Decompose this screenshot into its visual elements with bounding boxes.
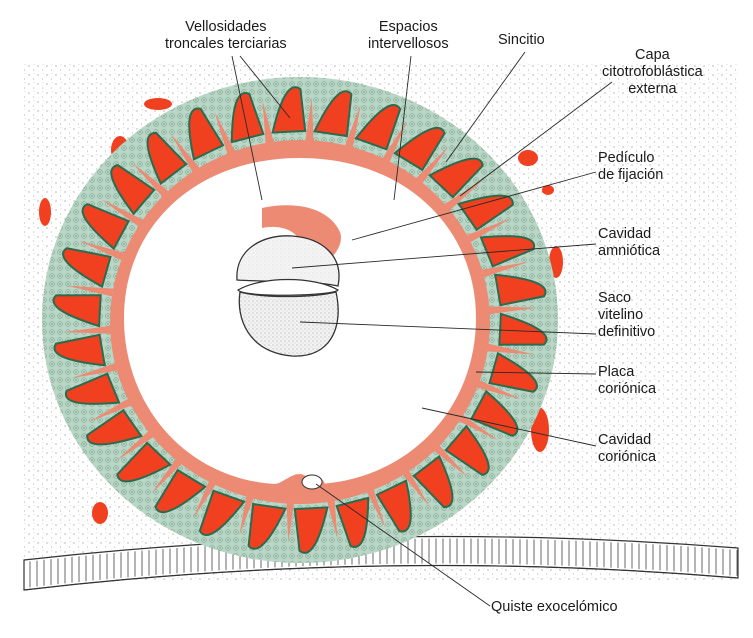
intervillous-lacuna <box>378 482 410 531</box>
intervillous-lacuna <box>316 92 351 135</box>
villus-mesoderm-core <box>78 240 125 261</box>
villus-mesoderm-core <box>101 199 143 227</box>
villus-mesoderm-core <box>286 498 295 543</box>
intervillous-lacuna <box>472 392 517 435</box>
intervillous-lacuna <box>232 94 263 141</box>
villus-mesoderm-core <box>400 467 430 507</box>
villus-mesoderm-core <box>262 100 275 145</box>
intervillous-lacuna <box>460 196 512 229</box>
villus-mesoderm-core <box>193 477 219 519</box>
uterine-epithelium <box>23 535 739 591</box>
villus-mesoderm-core <box>66 285 114 297</box>
intervillous-lacuna <box>112 166 153 213</box>
villus-mesoderm-core <box>89 397 134 422</box>
villus-mesoderm-core <box>444 179 484 211</box>
villus-mesoderm-core <box>381 121 407 163</box>
intervillous-lacuna <box>496 275 545 304</box>
villus-mesoderm-core <box>151 456 185 494</box>
germ-disc <box>237 278 339 296</box>
villus-mesoderm-core <box>170 133 200 173</box>
label-quiste-exocelomico: Quiste exocelómico <box>491 599 618 615</box>
villus-mesoderm-core <box>116 429 156 461</box>
villus-mesoderm-core <box>344 104 361 149</box>
villus-mesoderm-core <box>305 97 314 142</box>
villus-mesoderm-core <box>71 362 118 379</box>
intervillous-lacuna <box>83 205 128 248</box>
label-sincitio: Sincitio <box>498 32 545 48</box>
villus-mesoderm-core <box>132 162 169 197</box>
intervillous-lacuna <box>64 249 110 286</box>
villus-mesoderm-core <box>457 413 499 441</box>
intervillous-lacuna <box>500 315 546 344</box>
villus-mesoderm-core <box>239 491 256 536</box>
intervillous-lacuna <box>88 411 140 444</box>
intervillous-lacuna <box>249 505 284 548</box>
villus-mesoderm-core <box>63 325 111 334</box>
intervillous-lacuna <box>295 508 327 552</box>
intervillous-lacuna <box>118 444 169 481</box>
embryonic-disc <box>236 235 340 357</box>
intervillous-lacuna <box>431 159 482 196</box>
intervillous-lacuna <box>447 427 488 474</box>
intervillous-lacuna <box>273 88 305 132</box>
villus-mesoderm-core <box>415 146 449 184</box>
intervillous-lacuna <box>396 128 444 169</box>
intervillous-lacuna <box>190 109 222 158</box>
villus-mesoderm-core <box>486 343 534 355</box>
villus-mesoderm-core <box>489 306 537 315</box>
intervillous-lacuna <box>337 499 368 546</box>
leader-lines <box>231 51 613 607</box>
intervillous-lacuna <box>357 106 400 148</box>
villus-mesoderm-core <box>214 112 236 155</box>
villus-mesoderm-core <box>466 218 511 243</box>
intervillous-lacuna <box>54 296 100 325</box>
villus-mesoderm-core <box>475 379 522 400</box>
intervillous-lacuna <box>55 336 104 365</box>
villus-mesoderm-core <box>325 495 338 540</box>
villus-mesoderm-core <box>364 485 386 528</box>
intervillous-lacuna <box>148 133 185 182</box>
intervillous-lacuna <box>200 492 243 534</box>
exocoelomic-cyst <box>292 474 326 499</box>
villus-mesoderm-core <box>431 443 468 478</box>
intervillous-lacuna <box>415 458 452 507</box>
villus-mesoderm-core <box>482 261 529 278</box>
intervillous-lacuna <box>66 375 118 403</box>
intervillous-lacuna <box>156 471 204 512</box>
